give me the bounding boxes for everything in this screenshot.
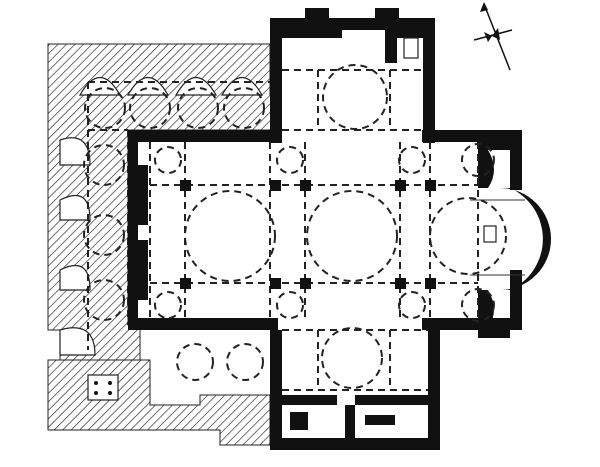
north-annex: [270, 8, 435, 143]
piers: [180, 180, 436, 289]
west-arches: [59, 137, 96, 356]
west-narthex: [47, 43, 279, 446]
main-domes: [154, 146, 507, 319]
naos-walls: [128, 130, 522, 330]
southwest-chapel: [87, 374, 119, 401]
north-arrow-icon: [473, 2, 513, 71]
naos-vault-grid: [149, 142, 479, 318]
east-dome: [429, 197, 507, 275]
west-dome: [184, 190, 276, 282]
south-annex: [270, 327, 440, 450]
central-dome: [306, 190, 398, 282]
